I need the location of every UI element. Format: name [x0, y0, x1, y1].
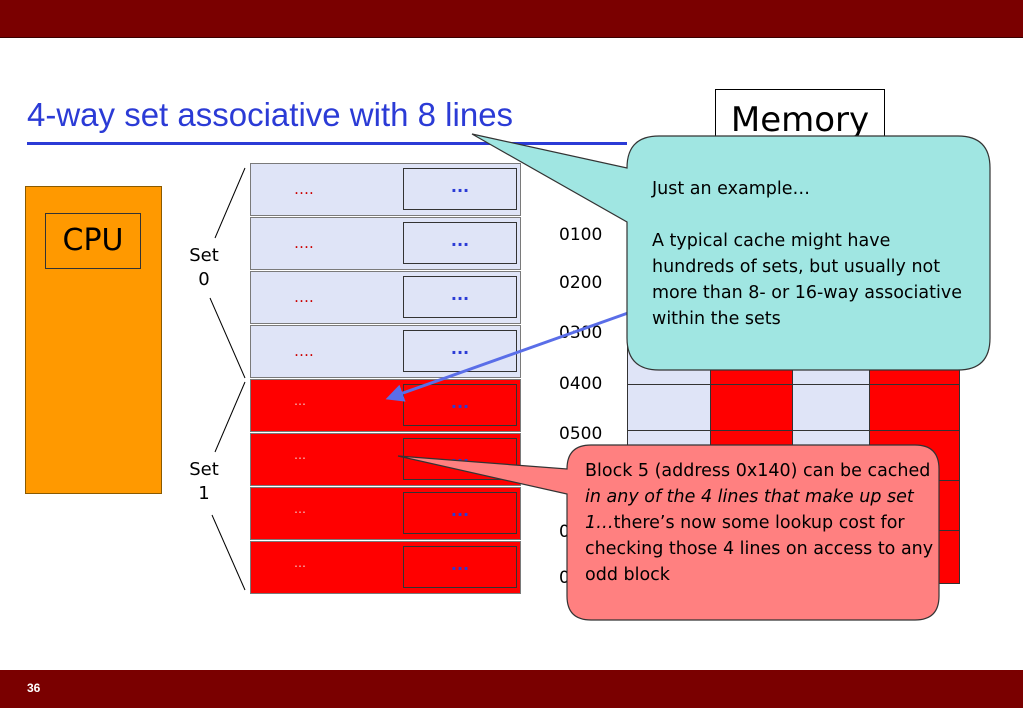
set-0-bracket-bottom: [209, 297, 246, 379]
cache-line-data: ...: [403, 222, 517, 264]
block5-callout-lead: Block 5 (address 0x140) can be cached: [585, 461, 931, 481]
memory-address: 0200: [559, 273, 603, 293]
cache-line-data: ...: [403, 492, 517, 534]
set-0-word: Set: [189, 245, 219, 266]
memory-label: Memory: [715, 89, 885, 139]
set-1-bracket-top: [214, 381, 246, 453]
cache-array: ….... ….... ….... ….... …... …... …... ……: [250, 163, 521, 595]
cache-line-tag: ….: [294, 342, 314, 360]
example-callout-line2: A typical cache might have hundreds of s…: [652, 231, 962, 329]
memory-address: 0100: [559, 225, 603, 245]
title-underline: [27, 142, 627, 145]
page-number: 36: [27, 681, 41, 695]
cache-line-data: ...: [403, 276, 517, 318]
set-1-index: 1: [198, 483, 210, 504]
slide-title: 4-way set associative with 8 lines: [27, 96, 514, 133]
cache-line: …....: [250, 271, 521, 324]
block5-callout-text: Block 5 (address 0x140) can be cached in…: [585, 458, 935, 588]
memory-address: 0500: [559, 424, 603, 444]
set-1-label: Set 1: [184, 458, 224, 506]
example-callout-text: Just an example… A typical cache might h…: [652, 176, 972, 332]
memory-address: 0: [559, 522, 570, 542]
cache-line-tag: ….: [294, 180, 314, 198]
cache-line-tag: …: [294, 448, 306, 462]
cache-line: …....: [250, 217, 521, 270]
cache-line-data: ...: [403, 384, 517, 426]
memory-address: 0: [559, 568, 570, 588]
cache-line-tag: …: [294, 556, 306, 570]
cpu-label: CPU: [45, 213, 141, 269]
bottom-banner: 36: [0, 670, 1023, 708]
cache-line-tag: …: [294, 394, 306, 408]
cache-line-tag: ….: [294, 288, 314, 306]
set-0-bracket-top: [214, 167, 246, 239]
set-1-word: Set: [189, 459, 219, 480]
set-1-bracket-bottom: [211, 514, 246, 591]
cache-line: …...: [250, 541, 521, 594]
cache-line-data: ...: [403, 546, 517, 588]
memory-address: 0300: [559, 323, 603, 343]
cache-line: …...: [250, 379, 521, 432]
set-0-label: Set 0: [184, 244, 224, 292]
cache-line-data: ...: [403, 168, 517, 210]
cache-line-tag: ….: [294, 234, 314, 252]
block5-callout-italic: in any of the 4 lines that make up set 1…: [585, 487, 914, 533]
cache-line: …...: [250, 433, 521, 486]
memory-address: 0400: [559, 374, 603, 394]
top-banner: [0, 0, 1023, 38]
block5-callout: [397, 444, 940, 621]
cache-line: …....: [250, 325, 521, 378]
cache-line-tag: …: [294, 502, 306, 516]
cpu-block: CPU: [25, 186, 162, 494]
example-callout: [471, 133, 991, 371]
cache-line: …...: [250, 487, 521, 540]
example-callout-line1: Just an example…: [652, 179, 810, 199]
mapping-arrow: [385, 311, 629, 402]
cache-line: …....: [250, 163, 521, 216]
memory-row-divider: [627, 384, 960, 385]
set-0-index: 0: [198, 269, 210, 290]
memory-row-divider: [627, 430, 960, 431]
block5-callout-rest: there’s now some lookup cost for checkin…: [585, 513, 934, 585]
